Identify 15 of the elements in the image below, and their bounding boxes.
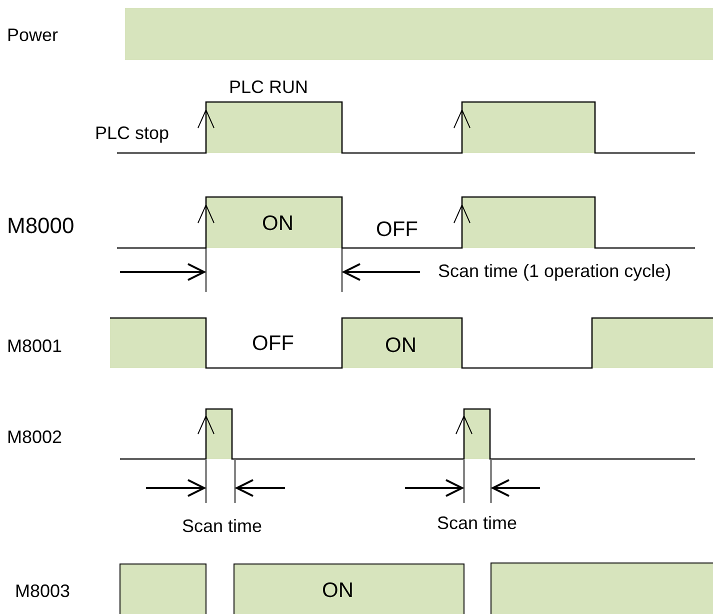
dimension-label: Scan time (1 operation cycle)	[438, 260, 672, 282]
state-label: OFF	[252, 331, 294, 357]
signal-name: M8000	[7, 212, 74, 240]
signal-name: M8001	[7, 335, 62, 358]
state-label: PLC stop	[95, 122, 170, 144]
signal-name: Power	[7, 24, 58, 46]
dimension-label: Scan time	[182, 515, 262, 538]
state-label: ON	[385, 333, 416, 359]
state-label: PLC RUN	[229, 76, 308, 98]
state-label: ON	[262, 211, 294, 237]
signal-name: M8002	[7, 426, 62, 448]
dimension-label: Scan time	[437, 512, 518, 534]
state-label: ON	[322, 578, 354, 604]
signal-name: M8003	[15, 580, 70, 602]
state-label: OFF	[376, 217, 418, 243]
